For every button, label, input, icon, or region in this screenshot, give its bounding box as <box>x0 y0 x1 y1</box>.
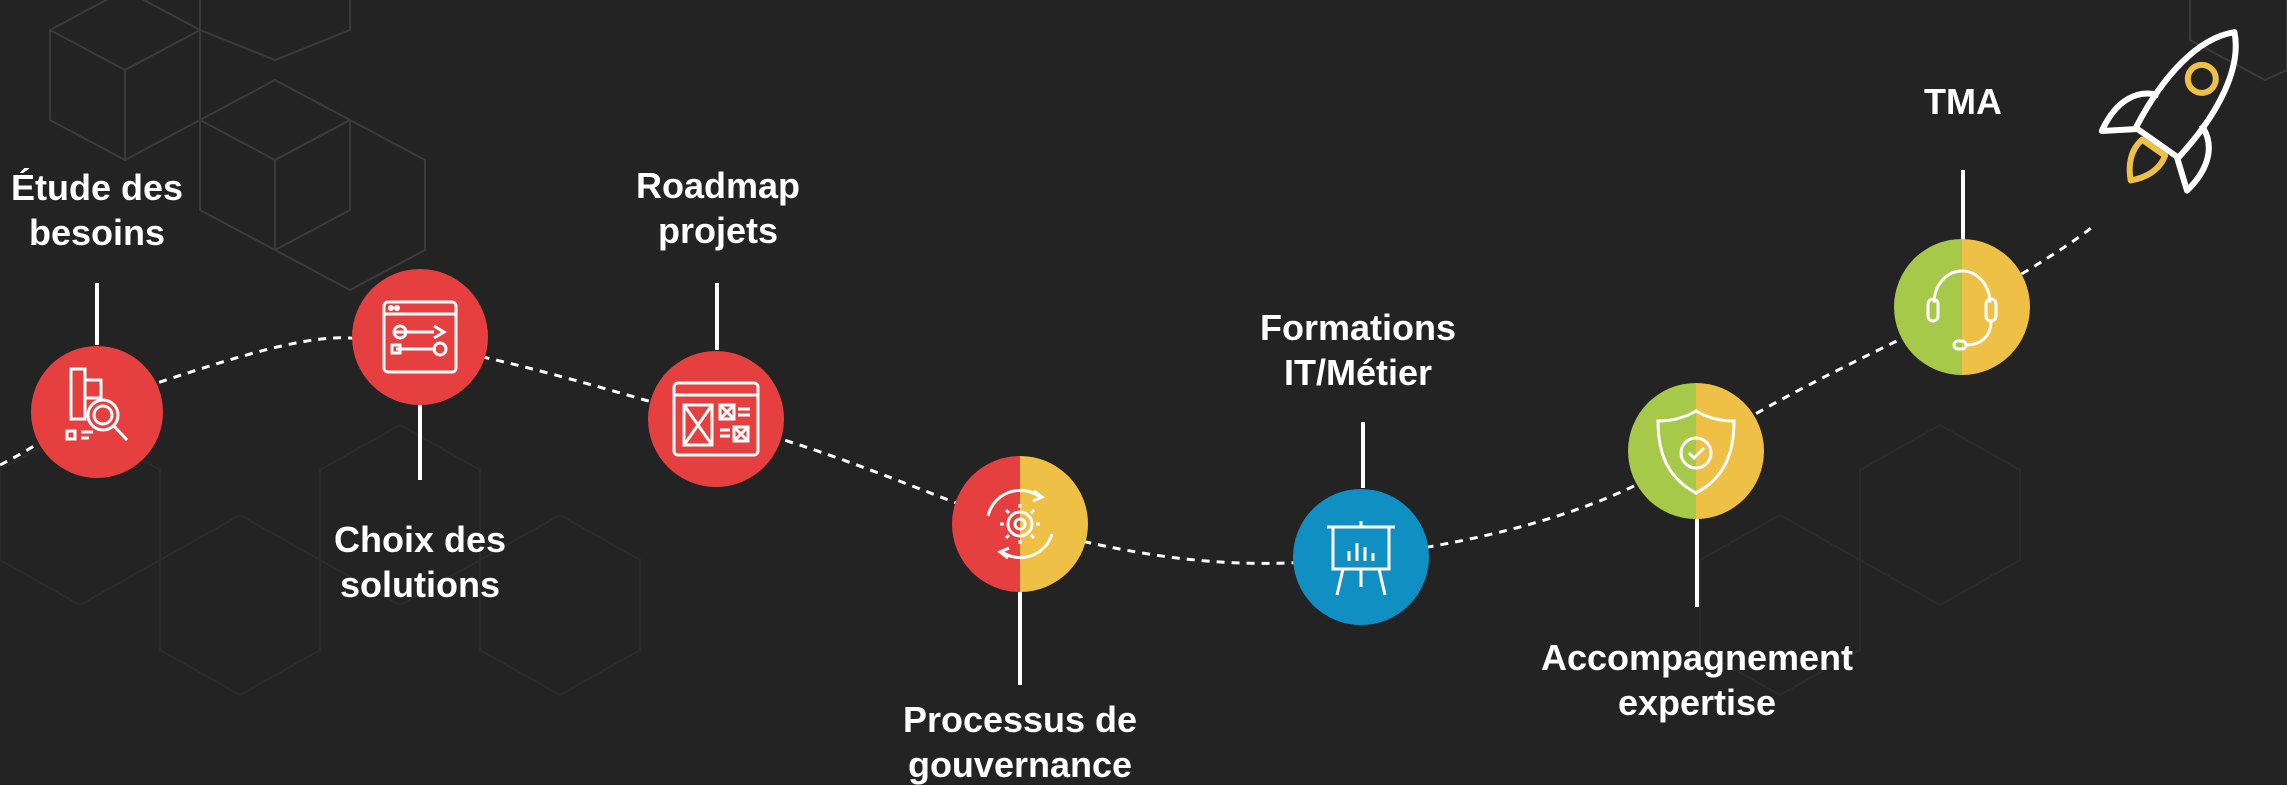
rocket-fin-right <box>2173 123 2212 194</box>
step-roadmap <box>648 351 784 487</box>
background-hex-pattern <box>0 423 2021 697</box>
label-accompagnement-line1: Accompagnement <box>1541 637 1853 678</box>
step-roadmap-circle <box>648 351 784 487</box>
label-formations-line2: IT/Métier <box>1284 352 1432 393</box>
step-formations-circle <box>1293 489 1429 625</box>
rocket-fin-left <box>2098 90 2160 134</box>
headset-icon <box>1926 269 1998 351</box>
gear-cycle-icon <box>986 488 1054 560</box>
label-formations-line1: Formations <box>1260 307 1456 348</box>
rocket-window <box>2184 61 2219 96</box>
shield-check-icon <box>1656 409 1736 495</box>
label-roadmap-line1: Roadmap <box>636 165 800 206</box>
rocket-body <box>2132 29 2239 161</box>
label-etude-line1: Étude des <box>11 167 183 208</box>
wireframe-layout-icon <box>672 381 760 457</box>
label-roadmap-line2: projets <box>658 210 778 251</box>
connectors <box>95 170 1965 685</box>
step-etude-circle <box>31 346 163 478</box>
step-accompagnement <box>1628 383 1764 519</box>
labels: Étude des besoins Choix des solutions Ro… <box>11 81 2002 785</box>
tools-window-icon <box>382 300 458 374</box>
rocket-flame <box>2126 136 2169 184</box>
step-processus-circle-left <box>952 456 1020 592</box>
step-choix-circle <box>352 269 488 405</box>
label-processus-line2: gouvernance <box>908 744 1132 785</box>
roadmap-path <box>0 223 2096 565</box>
label-tma: TMA <box>1924 81 2002 122</box>
analysis-search-icon <box>65 367 129 442</box>
label-accompagnement-line2: expertise <box>1618 682 1776 723</box>
label-choix-line2: solutions <box>340 564 500 605</box>
step-processus <box>952 456 1088 592</box>
background-cubes <box>49 0 2287 292</box>
presentation-board-icon <box>1327 521 1395 596</box>
label-processus-line1: Processus de <box>903 699 1137 740</box>
label-etude-line2: besoins <box>29 212 165 253</box>
step-etude <box>31 346 163 478</box>
rocket-icon <box>2098 29 2239 194</box>
label-choix-line1: Choix des <box>334 519 506 560</box>
step-tma <box>1894 239 2030 375</box>
step-choix <box>352 269 488 405</box>
step-processus-circle-right <box>1020 456 1088 592</box>
step-formations <box>1293 489 1429 625</box>
